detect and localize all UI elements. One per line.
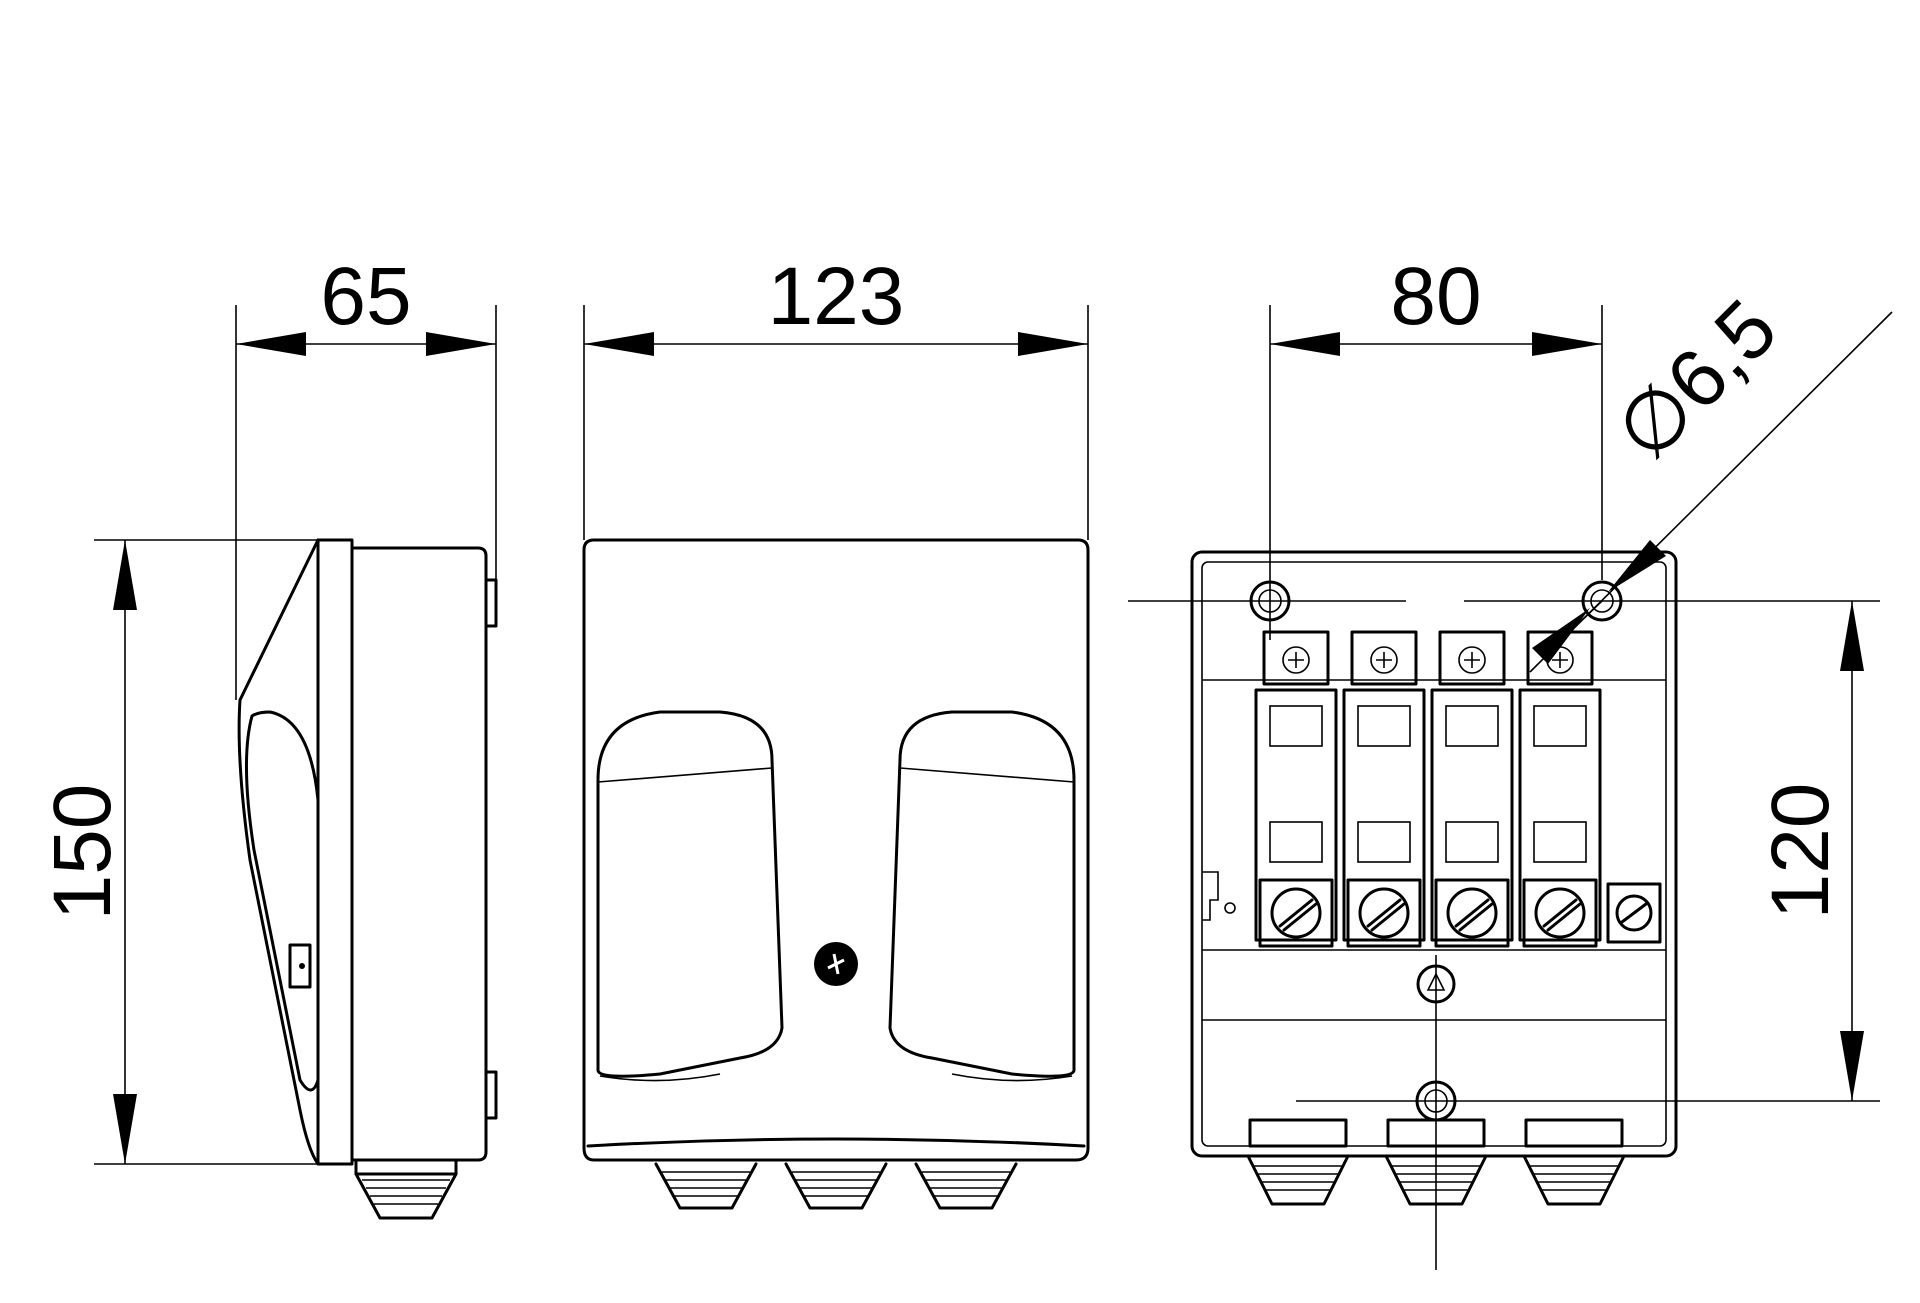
dim-65-label: 65 <box>320 251 411 342</box>
open-housing-outer <box>1190 550 1678 1158</box>
open-entry-1 <box>1248 1118 1348 1148</box>
front-bottom-edge <box>586 1137 1086 1148</box>
side-face-rib <box>316 538 354 1166</box>
open-housing-inner <box>1201 561 1667 1147</box>
open-entry-3 <box>1524 1118 1624 1148</box>
side-latch <box>288 943 312 989</box>
front-window-right <box>888 710 1076 1078</box>
fuse-holder-3 <box>1430 630 1514 948</box>
ground-terminal <box>1606 882 1662 944</box>
open-left-clip <box>1202 871 1219 921</box>
side-view: 65 150 <box>37 251 498 1220</box>
side-back-tab-top <box>484 578 498 628</box>
front-cover-screw <box>814 942 858 986</box>
side-latch-pin <box>299 963 305 969</box>
dim-123-label: 123 <box>768 251 905 342</box>
dim-80-label: 80 <box>1390 251 1481 342</box>
open-entry-2 <box>1386 1118 1486 1148</box>
front-window-right-lip <box>899 767 1075 783</box>
side-cover-curve <box>237 538 320 1166</box>
front-cable-gland-3 <box>914 1162 1018 1210</box>
front-cable-gland-1 <box>654 1162 758 1210</box>
dim-120-label: 120 <box>1755 783 1846 920</box>
fuse-holder-2 <box>1342 630 1426 948</box>
open-cable-gland-3 <box>1522 1154 1626 1206</box>
side-body-outline <box>350 546 488 1162</box>
earth-symbol <box>1416 964 1456 1004</box>
open-cable-gland-2 <box>1384 1154 1488 1206</box>
front-window-left-base <box>599 1073 721 1082</box>
dim-150-label: 150 <box>37 784 128 921</box>
side-cable-gland <box>354 1158 458 1220</box>
open-left-pin <box>1224 902 1236 914</box>
dim-123: 123 <box>583 251 1089 540</box>
fuse-holder-4 <box>1518 630 1602 948</box>
front-window-right-base <box>951 1073 1073 1082</box>
side-back-tab-bottom <box>484 1070 498 1120</box>
front-body-outline <box>582 538 1090 1162</box>
front-window-left <box>596 710 784 1078</box>
dim-120: 120 <box>1755 601 1864 1101</box>
front-view: 123 <box>582 251 1090 1210</box>
fuse-holder-1 <box>1254 630 1338 948</box>
front-window-left-lip <box>597 767 773 783</box>
dim-diameter-label: ∅6,5 <box>1599 283 1794 478</box>
dim-150: 150 <box>37 539 318 1165</box>
dim-65: 65 <box>235 251 497 700</box>
front-cable-gland-2 <box>784 1162 888 1210</box>
side-grip-recess <box>245 710 320 1092</box>
dim-80: 80 <box>1269 251 1603 640</box>
open-view: 80 120 ∅6,5 <box>1128 251 1893 1270</box>
open-cable-gland-1 <box>1246 1154 1350 1206</box>
